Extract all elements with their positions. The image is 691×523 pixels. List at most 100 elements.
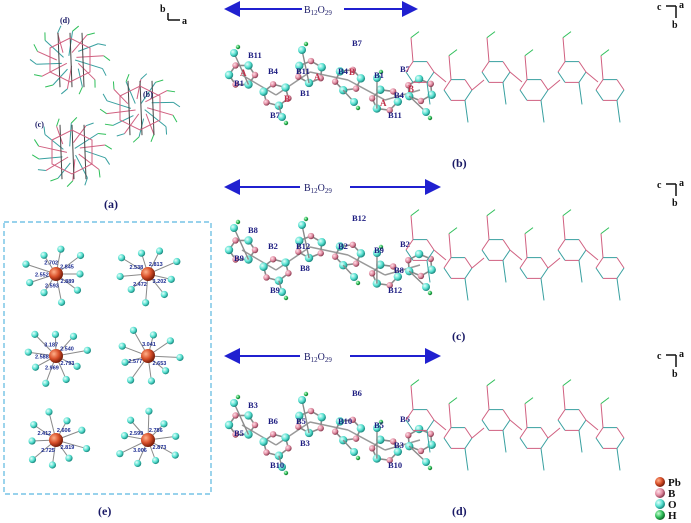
- wire-bond: [481, 61, 490, 73]
- oxygen-atom: [65, 454, 73, 462]
- cluster-bond: [78, 86, 83, 95]
- wire-bond: [448, 397, 458, 405]
- wire-bond: [464, 278, 469, 301]
- boron-atom: [285, 95, 292, 102]
- oxygen-atom: [121, 358, 129, 366]
- ring-label-b: B: [349, 67, 355, 77]
- axis-label-c1: c: [657, 2, 662, 13]
- bond-distance-label: 2.969: [45, 366, 59, 372]
- cluster-bond: [81, 32, 85, 88]
- wire-bond: [426, 82, 431, 105]
- wire-bond: [557, 239, 566, 251]
- cluster-bond: [85, 150, 106, 159]
- boron-atom: [295, 248, 302, 255]
- boron-atom: [386, 282, 393, 289]
- oxygen-atom: [317, 63, 326, 72]
- cluster-bond: [144, 109, 167, 128]
- wire-bond: [433, 71, 447, 83]
- wire-bond: [502, 419, 511, 431]
- wire-bond: [524, 227, 534, 235]
- wire-bond: [443, 89, 452, 101]
- boron-atom: [317, 250, 324, 257]
- bond-distance-label: 3.202: [153, 279, 167, 285]
- boron-atom: [232, 62, 239, 69]
- atom-label-b6: B6: [268, 416, 278, 426]
- wire-bond: [578, 61, 587, 73]
- wire-bond: [595, 437, 604, 449]
- wire-bond: [486, 385, 490, 410]
- oxygen-atom: [28, 455, 37, 464]
- wire-bond: [405, 239, 414, 251]
- cluster-bond: [106, 100, 131, 109]
- bond-distance-label: 3.006: [133, 448, 147, 454]
- cluster-ring: [49, 37, 91, 83]
- atom-label-b5: B5: [234, 428, 244, 438]
- oxygen-atom: [48, 461, 57, 469]
- atom-label-b12: B12: [352, 213, 366, 223]
- wire-bond: [443, 257, 452, 269]
- wire-bond: [481, 239, 490, 251]
- cluster-bond: [173, 101, 181, 108]
- wire-bond: [585, 419, 599, 431]
- hydrogen-atom: [303, 41, 309, 47]
- wire-bond: [540, 100, 545, 123]
- wire-bond: [524, 233, 528, 258]
- oxygen-atom: [393, 97, 403, 106]
- cluster-bond: [150, 134, 155, 142]
- cluster-bond: [33, 139, 40, 147]
- cluster-bond: [36, 62, 62, 65]
- oxygen-atom: [63, 417, 71, 425]
- oxygen-atom: [173, 257, 181, 266]
- oxygen-atom: [281, 83, 290, 92]
- boron-atom: [263, 99, 270, 106]
- oxygen-atom: [45, 408, 53, 416]
- oxygen-atom: [83, 346, 91, 354]
- cluster-bond: [132, 136, 140, 143]
- wire-bond: [464, 79, 473, 91]
- cluster-bond: [45, 156, 69, 171]
- oxygen-atom: [356, 249, 366, 258]
- cluster-label-d: (d): [60, 16, 70, 25]
- oxygen-atom: [172, 432, 180, 440]
- wire-bond: [519, 427, 528, 439]
- formula-arrow-c: B12O29: [224, 179, 441, 195]
- bond-distance-label: 2.725: [41, 448, 55, 454]
- wire-bond: [547, 427, 561, 439]
- boron-atom: [331, 428, 339, 435]
- oxygen-atom: [51, 330, 60, 339]
- oxygen-atom: [28, 437, 36, 445]
- boron-atom: [417, 97, 425, 105]
- wire-bond: [464, 427, 473, 439]
- hydrogen-atom: [378, 69, 384, 75]
- oxygen-atom: [230, 399, 238, 407]
- oxygen-atom: [230, 49, 238, 57]
- axis-label-c3: c: [657, 351, 662, 362]
- oxygen-atom: [298, 221, 306, 229]
- wire-bond: [405, 61, 414, 73]
- oxygen-atom: [376, 85, 385, 94]
- cluster-bond: [103, 55, 111, 61]
- oxygen-atom: [129, 326, 138, 334]
- hydrogen-atom: [283, 120, 289, 126]
- hydrogen-atom: [303, 391, 309, 397]
- wire-bond: [405, 409, 414, 421]
- oxygen-atom: [120, 432, 129, 440]
- atom-label-b2: B2: [400, 239, 410, 249]
- atom-label-b7: B7: [352, 38, 363, 48]
- atom-label-b12: B12: [296, 241, 310, 251]
- oxygen-atom: [126, 376, 135, 384]
- cluster-bond: [85, 122, 94, 127]
- cluster-bond: [77, 62, 96, 81]
- hydrogen-atom: [355, 455, 361, 461]
- boron-atom: [405, 81, 412, 89]
- oxygen-atom: [244, 61, 253, 70]
- atom-label-b6: B6: [352, 388, 362, 398]
- cluster-bond: [86, 32, 95, 36]
- panel-a-clusters: [29, 25, 181, 187]
- cluster-bond: [56, 126, 64, 145]
- cluster-bond: [106, 109, 136, 115]
- atom-label-b11: B11: [296, 66, 310, 76]
- oxygen-atom: [295, 411, 304, 420]
- wire-bond: [448, 403, 452, 428]
- cluster-bond: [33, 74, 42, 77]
